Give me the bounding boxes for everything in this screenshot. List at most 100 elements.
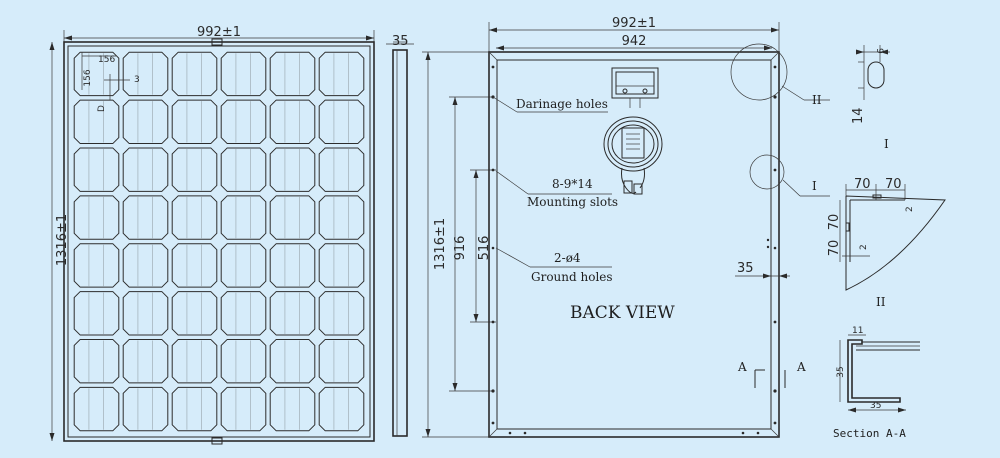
solar-cell bbox=[171, 243, 218, 288]
section-aa-dim-35-vertical: 35 bbox=[836, 366, 846, 377]
callout-circle-ii bbox=[730, 43, 788, 101]
solar-cell bbox=[73, 51, 120, 97]
cell-height-dimension: 156 bbox=[83, 69, 93, 86]
section-aa-dim-11: 11 bbox=[852, 326, 863, 336]
section-aa-dim-35-horizontal: 35 bbox=[870, 401, 881, 411]
solar-cell bbox=[318, 291, 365, 336]
back-view-title: BACK VIEW bbox=[570, 303, 675, 323]
solar-cell bbox=[220, 291, 267, 336]
solar-cell bbox=[269, 99, 316, 145]
drainage-holes-label: Darinage holes bbox=[516, 97, 608, 111]
detail-i-title: I bbox=[884, 137, 889, 151]
solar-cell bbox=[269, 51, 316, 97]
cable-coil bbox=[603, 116, 663, 195]
section-marker-a-right: A bbox=[796, 360, 806, 374]
section-marker-a-left: A bbox=[737, 360, 747, 374]
solar-cell bbox=[318, 386, 365, 432]
ground-holes-label: Ground holes bbox=[531, 270, 613, 284]
solar-cell bbox=[318, 147, 365, 192]
solar-cell bbox=[122, 243, 169, 288]
front-view: 992±1 1316±1 156 156 3 D bbox=[49, 25, 375, 445]
detail-ii-dim-70-top-right: 70 bbox=[885, 177, 902, 192]
solar-cell bbox=[318, 338, 365, 384]
solar-cell bbox=[73, 195, 120, 240]
back-view: 992±1 942 1316±1 916 516 bbox=[422, 16, 830, 438]
front-height-dimension: 1316±1 bbox=[55, 214, 70, 266]
cell-gap-dimension: 3 bbox=[134, 75, 140, 85]
solar-cell bbox=[220, 386, 267, 432]
solar-cell bbox=[318, 195, 365, 240]
solar-cell bbox=[269, 386, 316, 432]
solar-cell bbox=[220, 51, 267, 97]
back-height-dimension: 1316±1 bbox=[433, 218, 448, 270]
solar-cell bbox=[220, 243, 267, 288]
detail-i-height-dimension: 14 bbox=[851, 107, 866, 124]
cell-d-label: D bbox=[97, 105, 107, 112]
solar-cell bbox=[73, 386, 120, 432]
solar-cell bbox=[171, 291, 218, 336]
solar-cell bbox=[122, 147, 169, 192]
section-aa: 11 35 35 Section A-A bbox=[833, 326, 920, 440]
mount-span-dimension: 916 bbox=[453, 236, 468, 261]
solar-cell bbox=[171, 386, 218, 432]
solar-cell bbox=[269, 338, 316, 384]
solar-cell bbox=[220, 195, 267, 240]
solar-cell bbox=[220, 99, 267, 145]
callout-i-label: I bbox=[812, 179, 817, 193]
back-inner-width-dimension: 942 bbox=[622, 34, 647, 49]
solar-cell bbox=[73, 243, 120, 288]
solar-cell bbox=[122, 291, 169, 336]
junction-box bbox=[611, 67, 659, 108]
detail-ii-dim-70-top-left: 70 bbox=[854, 177, 871, 192]
solar-cell bbox=[318, 243, 365, 288]
section-aa-title: Section A-A bbox=[833, 427, 906, 440]
solar-cell bbox=[171, 338, 218, 384]
solar-cell bbox=[171, 51, 218, 97]
mounting-slots-spec: 8-9*14 bbox=[552, 177, 593, 191]
solar-cell bbox=[318, 99, 365, 145]
front-frame bbox=[63, 41, 375, 442]
detail-ii-title: II bbox=[876, 295, 886, 309]
solar-cell bbox=[171, 99, 218, 145]
detail-ii-dim-2-side: 2 bbox=[859, 244, 869, 250]
detail-i-width-dimension: 9 bbox=[874, 48, 884, 54]
solar-cell bbox=[122, 99, 169, 145]
edge-dimension: 35 bbox=[737, 261, 754, 276]
solar-cell bbox=[73, 291, 120, 336]
solar-cell bbox=[171, 147, 218, 192]
side-thickness-dimension: 35 bbox=[392, 34, 409, 49]
detail-ii-dim-2-top: 2 bbox=[905, 206, 915, 212]
solar-cell bbox=[269, 291, 316, 336]
solar-cell bbox=[220, 147, 267, 192]
solar-cell bbox=[122, 195, 169, 240]
solar-cell bbox=[269, 195, 316, 240]
side-view: 35 bbox=[386, 34, 414, 437]
back-frame bbox=[488, 51, 780, 438]
solar-cell bbox=[73, 338, 120, 384]
solar-cell bbox=[269, 147, 316, 192]
solar-cell bbox=[269, 243, 316, 288]
detail-ii-dim-70-left-top: 70 bbox=[827, 214, 842, 231]
solar-cell bbox=[73, 147, 120, 192]
detail-ii: 70 70 2 2 70 70 II bbox=[827, 177, 946, 309]
solar-cell bbox=[122, 338, 169, 384]
mounting-slots-label: Mounting slots bbox=[527, 195, 618, 209]
ground-holes-spec: 2-ø4 bbox=[554, 251, 581, 265]
solar-cell bbox=[122, 386, 169, 432]
frame-holes bbox=[491, 65, 777, 435]
solar-cell bbox=[73, 99, 120, 145]
callout-circle-i bbox=[749, 154, 785, 190]
back-width-dimension: 992±1 bbox=[612, 16, 656, 31]
solar-cell bbox=[318, 51, 365, 97]
cell-grid bbox=[73, 51, 365, 432]
solar-cell bbox=[122, 51, 169, 97]
solar-cell bbox=[220, 338, 267, 384]
detail-ii-dim-70-left-bottom: 70 bbox=[827, 240, 842, 257]
cell-width-dimension: 156 bbox=[98, 55, 115, 65]
solar-cell bbox=[171, 195, 218, 240]
callout-ii-label: II bbox=[812, 93, 822, 107]
front-width-dimension: 992±1 bbox=[197, 25, 241, 40]
side-frame bbox=[392, 49, 408, 437]
detail-i: 9 14 I bbox=[851, 45, 890, 151]
